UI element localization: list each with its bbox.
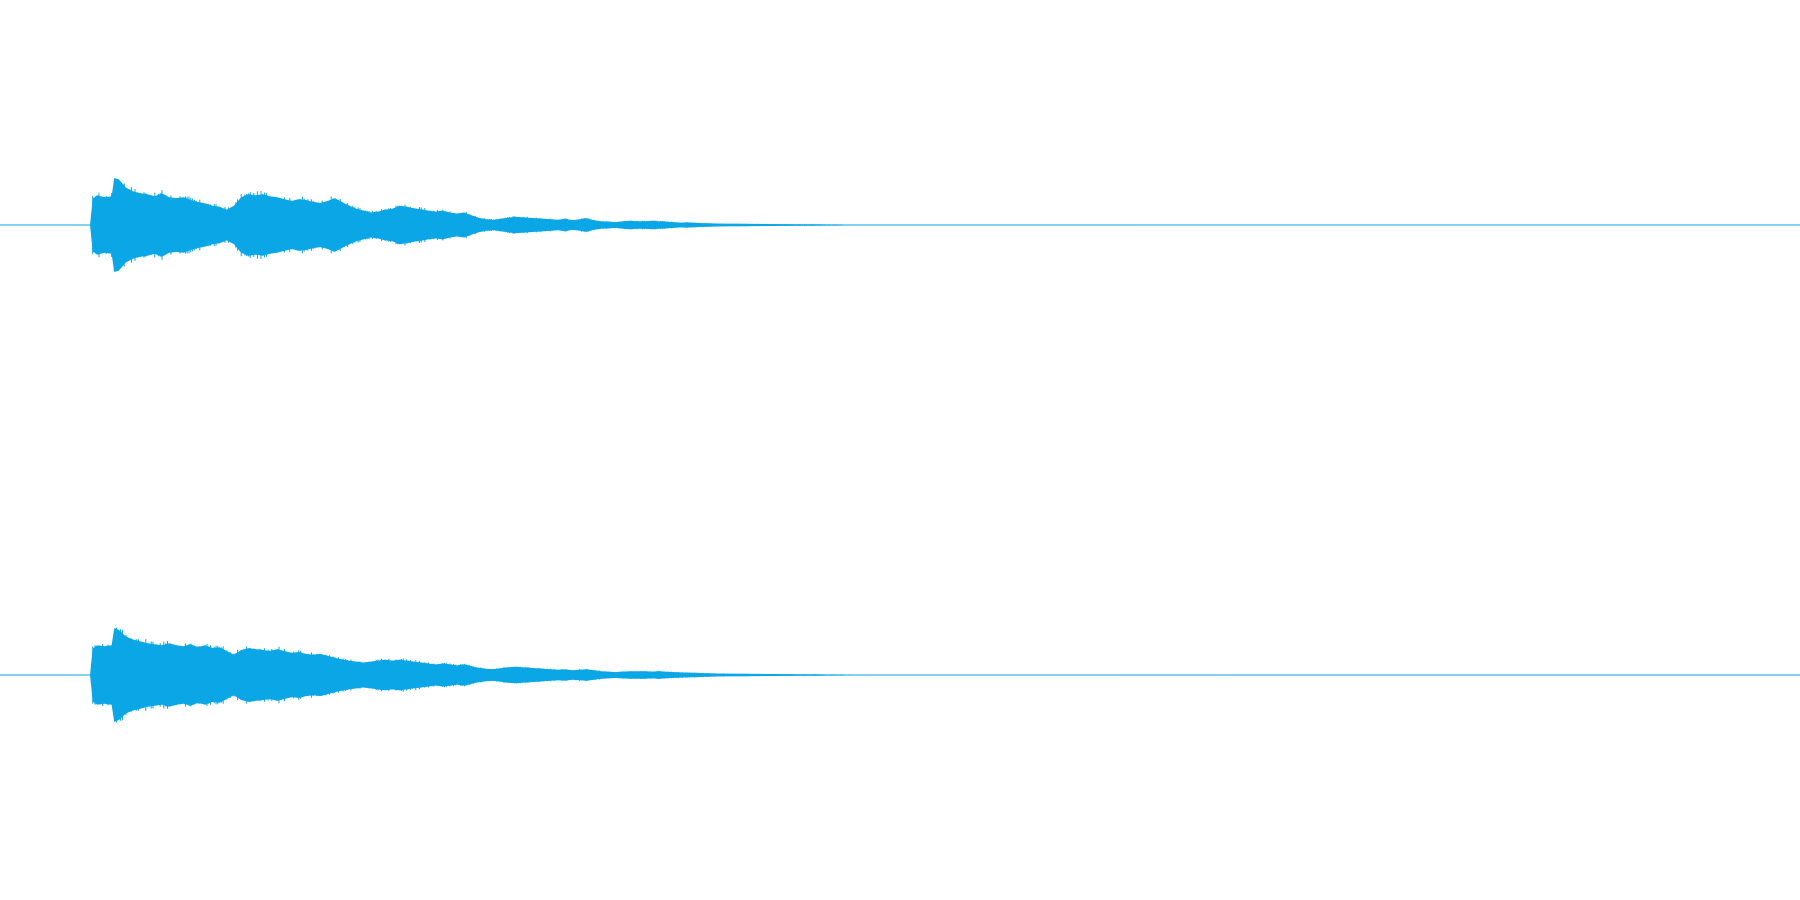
waveform-channel-2 <box>0 450 1800 900</box>
waveform-channel-2-texture <box>92 627 1243 723</box>
waveform-channel-1 <box>0 178 1800 272</box>
waveform-channel-1-texture <box>92 179 1203 271</box>
waveform-channel-1-svg <box>0 178 1800 272</box>
waveform-channel-2-svg <box>0 627 1800 723</box>
